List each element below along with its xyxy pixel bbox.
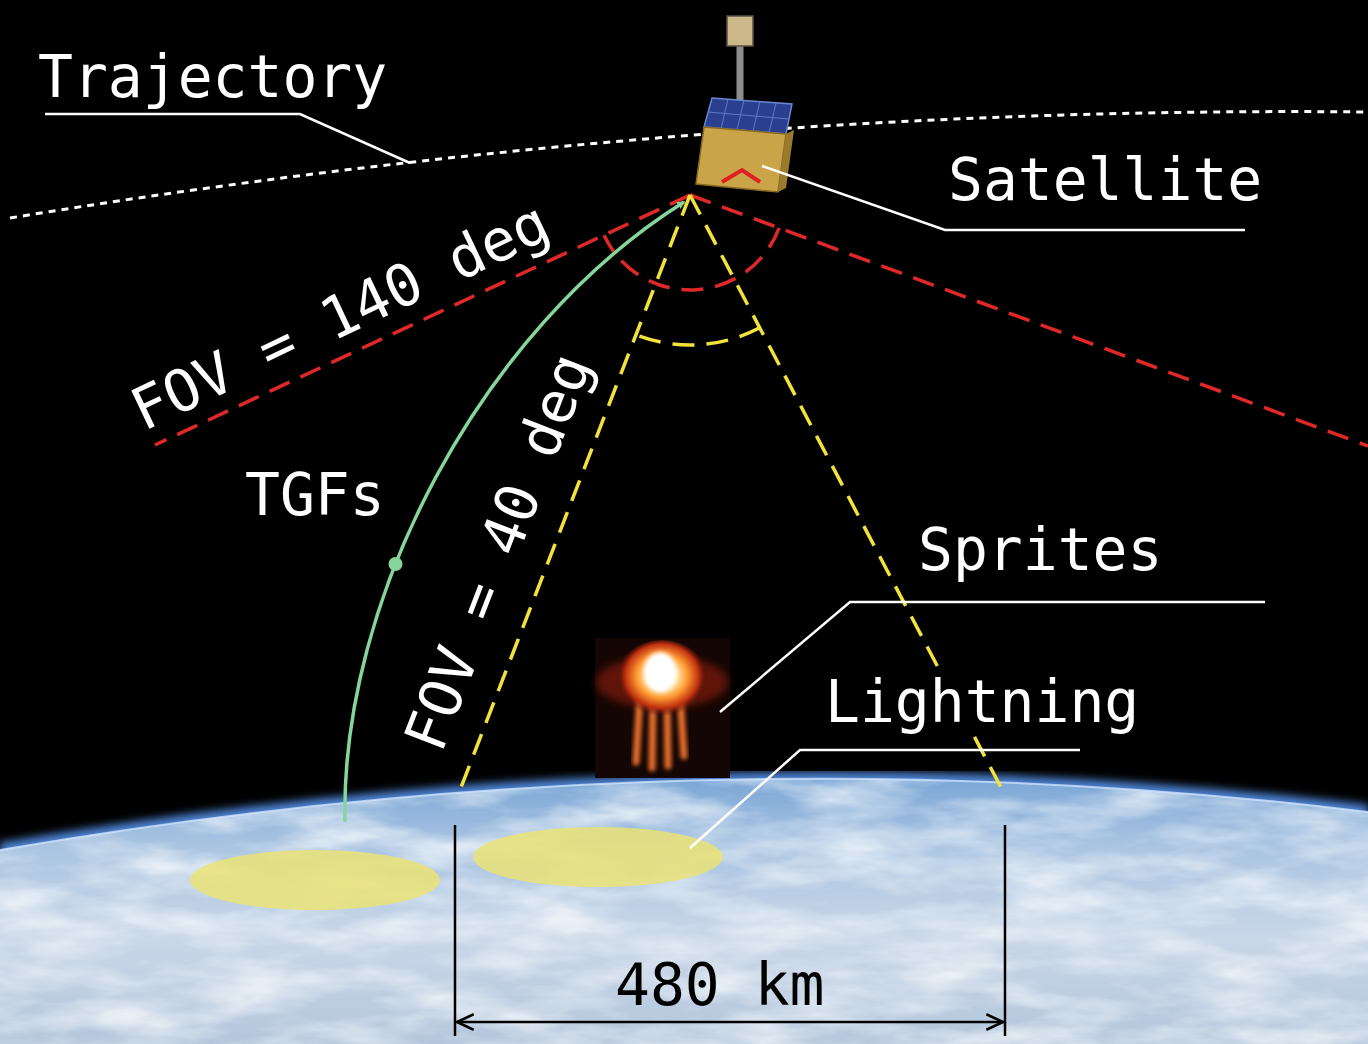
tgf-dot	[388, 557, 402, 571]
fov-label: FOV = 140 deg	[119, 191, 561, 442]
satellite-label: Satellite	[944, 151, 1266, 209]
phenomenon-label: TGFs	[241, 466, 389, 524]
fov-angle-arc	[636, 328, 760, 345]
satellite-drawing	[696, 16, 794, 192]
phenomenon-label: Lightning	[821, 673, 1143, 731]
phenomenon-label: Sprites	[914, 521, 1166, 579]
trajectory-label: Trajectory	[34, 48, 391, 106]
leader-lines	[45, 114, 1265, 848]
dimension-bracket	[455, 825, 1005, 1036]
fov-edge	[690, 195, 1368, 446]
fov-label: FOV = 40 deg	[394, 342, 602, 761]
lightning-footprint	[473, 827, 723, 887]
dimension-label: 480 km	[611, 956, 829, 1014]
tgf-footprint	[190, 850, 440, 910]
fov-angle-arc	[604, 228, 779, 290]
leader-line	[690, 750, 1080, 848]
fov-edge	[155, 195, 690, 445]
leader-line	[45, 114, 410, 163]
sprite-image	[595, 638, 730, 778]
